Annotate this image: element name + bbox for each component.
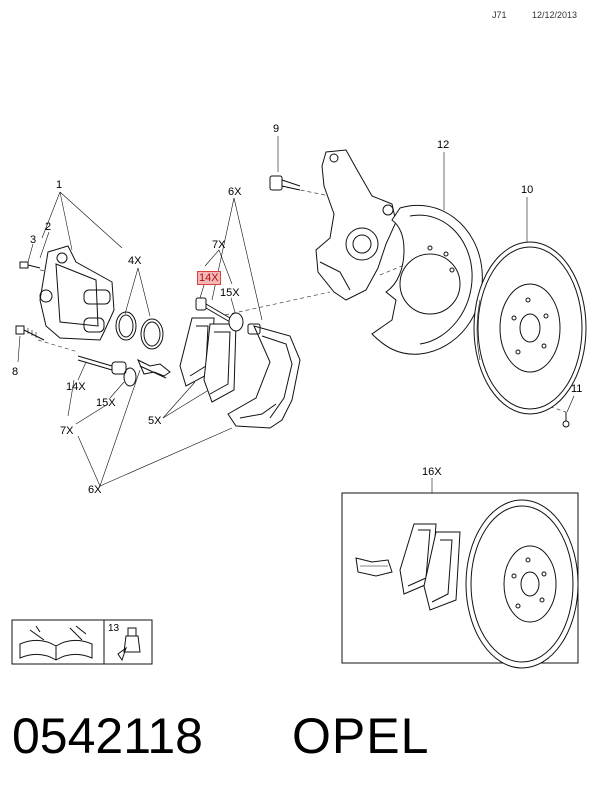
callout-7x-top[interactable]: 7X [212,239,226,251]
bolt-8 [15,325,45,341]
seal-rings [115,311,164,350]
guide-pin-lower [77,355,137,387]
callout-6x[interactable]: 6X [88,484,102,496]
splash-shield [371,204,483,355]
leader-lines [17,136,575,493]
callout-11[interactable]: 11 [571,383,583,395]
callout-14x-highlighted[interactable]: 14X [197,271,221,285]
callout-10[interactable]: 10 [521,184,534,196]
repair-manual-icon [19,625,93,661]
bolt-9 [269,175,301,191]
callout-5x[interactable]: 5X [148,415,162,427]
callout-12[interactable]: 12 [437,139,450,151]
steering-knuckle [315,149,397,301]
sheet-date: 12/12/2013 [532,10,578,20]
brand-name: OPEL [292,708,430,764]
guide-pin-upper [195,297,244,332]
screw-11 [562,412,570,428]
callout-15x[interactable]: 15X [96,397,116,409]
callout-8[interactable]: 8 [12,366,19,378]
lubricant-tube-icon [117,627,141,662]
callout-1[interactable]: 1 [56,179,63,191]
caliper-housing [227,323,301,429]
callout-7x[interactable]: 7X [60,425,74,437]
callout-4x[interactable]: 4X [128,255,142,267]
caliper-bracket [39,245,115,341]
part-number: 0542118 [12,708,203,764]
callout-16x[interactable]: 16X [422,466,442,478]
kit-inset [341,492,579,669]
callout-13[interactable]: 13 [108,623,120,634]
callout-14x[interactable]: 14X [66,381,86,393]
service-icons-box [11,619,153,665]
callout-3[interactable]: 3 [30,234,37,246]
callout-15x-top[interactable]: 15X [220,287,240,299]
brake-pads [179,317,237,403]
bolt-3 [19,261,41,269]
spring-clips [137,358,171,379]
callout-9[interactable]: 9 [273,123,280,135]
callout-2[interactable]: 2 [45,221,52,233]
sheet-code: J71 [492,10,507,20]
brake-disc [473,241,587,415]
callout-6x-top[interactable]: 6X [228,186,242,198]
